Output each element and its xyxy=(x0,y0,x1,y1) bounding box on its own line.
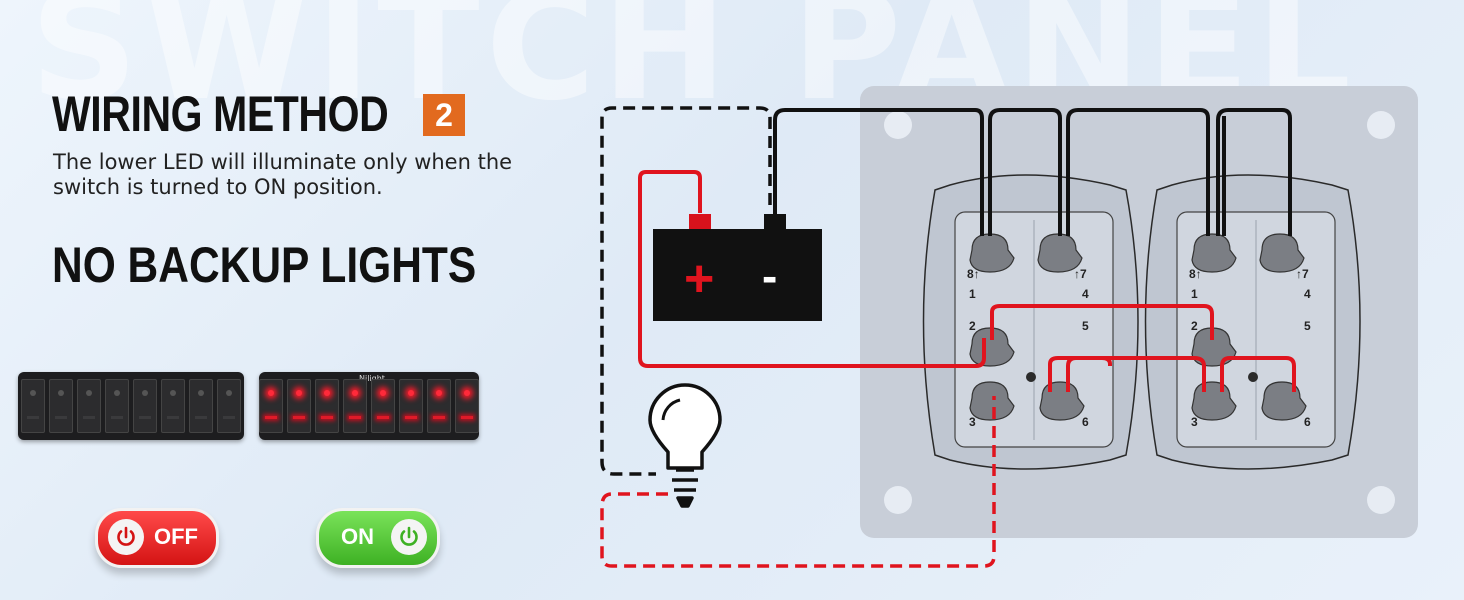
pin-label: 2 xyxy=(969,319,976,333)
pin-label: 4 xyxy=(1082,287,1089,301)
led-bar xyxy=(405,416,417,419)
rocker-switch xyxy=(133,379,157,433)
rocker-switch xyxy=(371,379,395,433)
led-bar xyxy=(111,416,123,419)
power-icon xyxy=(391,519,427,555)
pin-label: 1 xyxy=(1191,287,1198,301)
power-icon xyxy=(108,519,144,555)
led-dot xyxy=(170,390,176,396)
led-dot xyxy=(352,390,358,396)
led-dot xyxy=(114,390,120,396)
led-dot xyxy=(198,390,204,396)
led-bar xyxy=(83,416,95,419)
pin-label: 6 xyxy=(1082,415,1089,429)
led-bar xyxy=(461,416,473,419)
mounting-hole xyxy=(884,486,912,514)
led-bar xyxy=(27,416,39,419)
led-dot xyxy=(408,390,414,396)
pin-label: 4 xyxy=(1304,287,1311,301)
led-bar xyxy=(195,416,207,419)
switch-panel-off xyxy=(18,372,244,440)
pin-label: 8↑ xyxy=(967,267,980,281)
led-bar xyxy=(265,416,277,419)
pin-label: ↑7 xyxy=(1074,267,1087,281)
rocker-switch xyxy=(427,379,451,433)
ground-wires xyxy=(773,108,1292,236)
dashed-led-wire xyxy=(600,396,996,568)
led-dot xyxy=(380,390,386,396)
rocker-switch xyxy=(189,379,213,433)
rocker-switch xyxy=(315,379,339,433)
title-text: WIRING METHOD xyxy=(52,86,389,142)
rocker-switch xyxy=(287,379,311,433)
led-indicator xyxy=(1026,372,1036,382)
led-dot xyxy=(436,390,442,396)
led-bar xyxy=(433,416,445,419)
led-dot xyxy=(268,390,274,396)
led-bar xyxy=(321,416,333,419)
switch-panel-on: Nilight xyxy=(259,372,479,440)
on-indicator: ON xyxy=(316,508,440,568)
light-bulb-icon xyxy=(648,383,722,508)
pin-label: 3 xyxy=(969,415,976,429)
rocker-switch-2 xyxy=(1144,174,1361,470)
rocker-switch xyxy=(161,379,185,433)
pin-label: 5 xyxy=(1304,319,1311,333)
pin-label: ↑7 xyxy=(1296,267,1309,281)
led-indicator xyxy=(1248,372,1258,382)
led-bar xyxy=(55,416,67,419)
led-bar xyxy=(349,416,361,419)
pin-label: 8↑ xyxy=(1189,267,1202,281)
rocker-switch xyxy=(77,379,101,433)
rocker-switch-1 xyxy=(922,174,1139,470)
rocker-switch xyxy=(21,379,45,433)
led-dot xyxy=(226,390,232,396)
power-wires xyxy=(638,170,1296,392)
mounting-hole xyxy=(1367,486,1395,514)
panel-brand-label: Nilight xyxy=(359,374,385,383)
rocker-switch xyxy=(259,379,283,433)
off-indicator: OFF xyxy=(95,508,219,568)
led-dot xyxy=(142,390,148,396)
led-bar xyxy=(139,416,151,419)
led-bar xyxy=(377,416,389,419)
rocker-switch xyxy=(217,379,241,433)
section-heading: NO BACKUP LIGHTS xyxy=(52,237,477,293)
rocker-switch xyxy=(455,379,479,433)
terminals xyxy=(969,233,1307,421)
method-number-badge: 2 xyxy=(423,94,465,136)
led-dot xyxy=(86,390,92,396)
battery-icon: + - xyxy=(653,214,822,321)
led-dot xyxy=(464,390,470,396)
on-label: ON xyxy=(341,524,374,549)
rocker-switch xyxy=(343,379,367,433)
led-dot xyxy=(58,390,64,396)
off-label: OFF xyxy=(154,524,198,549)
pin-label: 2 xyxy=(1191,319,1198,333)
rocker-switch xyxy=(49,379,73,433)
pin-label: 5 xyxy=(1082,319,1089,333)
led-dot xyxy=(324,390,330,396)
led-bar xyxy=(223,416,235,419)
led-bar xyxy=(167,416,179,419)
led-dot xyxy=(30,390,36,396)
battery-negative-sign: - xyxy=(762,250,777,302)
mounting-hole xyxy=(1367,111,1395,139)
mounting-hole xyxy=(884,111,912,139)
page-title: WIRING METHOD 2 xyxy=(52,84,465,144)
pin-label: 1 xyxy=(969,287,976,301)
description-text: The lower LED will illuminate only when … xyxy=(53,150,513,199)
rocker-switch xyxy=(105,379,129,433)
pin-label: 6 xyxy=(1304,415,1311,429)
led-dot xyxy=(296,390,302,396)
battery-positive-sign: + xyxy=(684,250,714,308)
rocker-switch xyxy=(399,379,423,433)
pin-label: 3 xyxy=(1191,415,1198,429)
led-bar xyxy=(293,416,305,419)
